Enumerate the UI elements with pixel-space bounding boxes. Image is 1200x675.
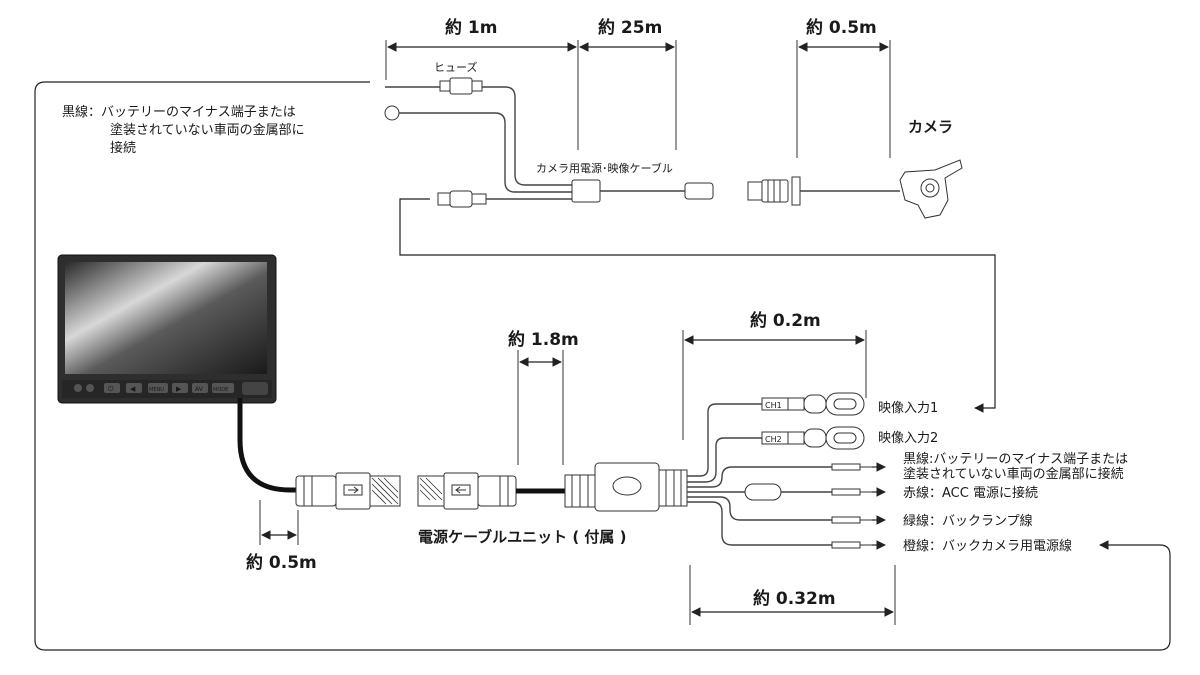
black-wire-label-2: 塗装されていない車両の金属部に接続 [903,466,1124,482]
ch1-tag: CH1 [765,401,782,410]
green-wire-label: 緑線：バックランプ線 [903,513,1033,529]
camera-label: カメラ [908,118,953,136]
dimension-bottom-05m: 約 0.5m [246,500,317,573]
ch2-tag: CH2 [765,435,782,444]
black-wire-top-label-3: 接続 [110,140,136,156]
rca-video-lead [437,190,572,208]
dim-label-25m: 約 25m [598,17,662,38]
arrow-right-icon [348,486,359,494]
dim-label-18m: 約 1.8m [508,329,579,350]
dimension-mid-18m: 約 1.8m [508,329,579,465]
fuse-label: ヒューズ [434,60,477,74]
monitor-speaker-icon [242,382,268,395]
camera-assembly [747,159,963,219]
monitor-connector [295,472,401,510]
dimension-top-1m: 約 1m [385,17,579,150]
monitor-buttons: ⏻ ◀ MENU ▶ AV MODE [104,383,234,393]
camera-connector-icon [761,179,789,203]
black-wire-top-label-1: 黒線：バッテリーのマイナス端子または [62,104,296,120]
dimension-bottom-032m: 約 0.32m [689,565,896,625]
dim-label-032m: 約 0.32m [753,588,836,609]
dimension-top-25m: 約 25m [579,17,677,150]
orange-wire-label: 橙線：バックカメラ用電源線 [903,538,1072,554]
unit-output-wires: CH1 CH2 [687,392,880,549]
dim-label-1m: 約 1m [445,17,497,38]
red-wire-label: 赤線：ACC 電源に接続 [903,485,1038,501]
camera-cable-connector-icon [684,182,714,200]
monitor: ⏻ ◀ MENU ▶ AV MODE [57,254,277,404]
dimension-mid-02m: 約 0.2m [682,310,867,440]
rca-plug-icon [449,190,473,208]
monitor-power-button[interactable]: ⏻ [108,385,114,393]
black-wire-top-label-2: 塗装されていない車両の金属部に [110,122,305,138]
dim-label-02m: 約 0.2m [750,310,821,331]
monitor-right-button[interactable]: ▶ [176,385,182,393]
black-wire-label-1: 黒線:バッテリーのマイナス端子または [903,451,1128,467]
power-unit-connector [417,472,517,510]
rca-jack-ch1-icon [803,394,827,414]
monitor-sensor-icon [74,384,82,392]
ring-terminal-icon [384,105,400,121]
camera-cable-label: カメラ用電源･映像ケーブル [536,161,673,175]
fuse-wire: ヒューズ [385,60,572,186]
power-unit-label: 電源ケーブルユニット ( 付属 ) [418,528,626,546]
monitor-av-button[interactable]: AV [195,386,204,393]
monitor-left-button[interactable]: ◀ [130,385,136,393]
monitor-screen [65,262,267,374]
video-input-1-label: 映像入力1 [878,401,938,416]
monitor-menu-button[interactable]: MENU [149,387,164,393]
monitor-cable [237,398,300,493]
inline-fuse-holder-icon [744,483,782,501]
video-signal-line [399,198,996,413]
outer-wire-loop [34,81,1171,651]
ground-wire-top [384,105,572,193]
dimension-top-05m: 約 0.5m [796,17,891,158]
cable-junction-icon [571,179,601,203]
monitor-mode-button[interactable]: MODE [213,387,228,393]
video-input-2-label: 映像入力2 [878,431,938,446]
fuse-icon [449,77,473,95]
dim-label-05m-top: 約 0.5m [806,17,877,38]
arrow-left-icon [455,486,466,494]
rca-jack-ch2-icon [803,428,827,448]
dim-label-05m-bottom: 約 0.5m [246,552,317,573]
